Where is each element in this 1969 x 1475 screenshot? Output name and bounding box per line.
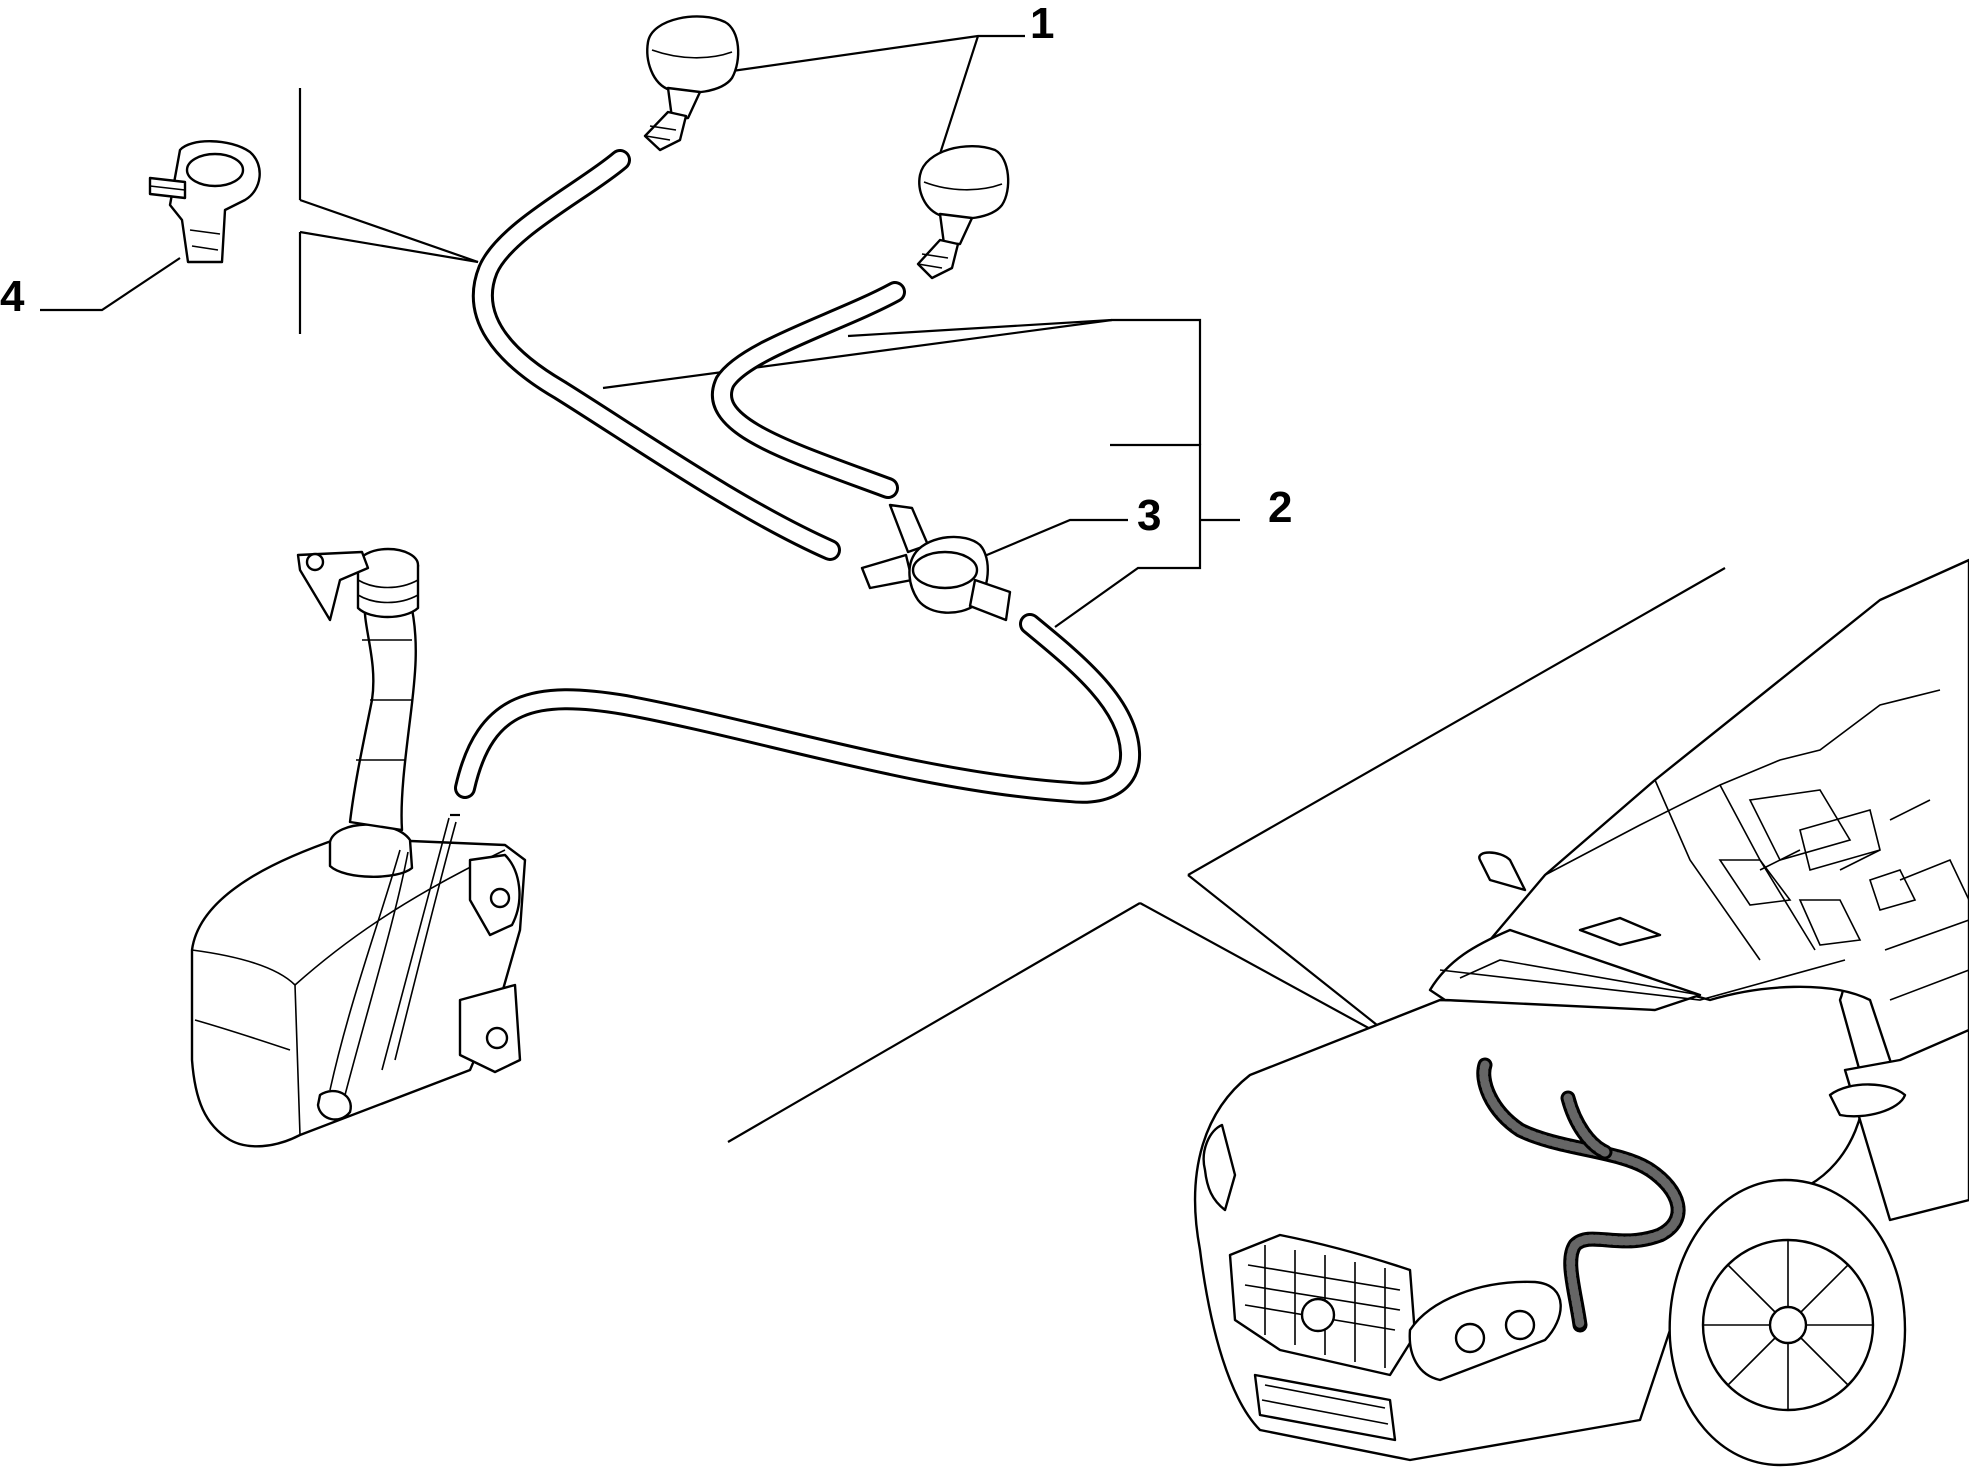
washer-nozzle-lower [916,145,1010,280]
zoom-line-lower [727,902,1141,1143]
bracket-2-upper-left [602,318,1202,445]
detail-line-bottom-diag [299,230,479,264]
detail-line-top-diag [299,198,479,264]
washer-nozzle-upper [643,15,740,152]
leader-1-upper-nozzle [724,34,1025,74]
leader-3 [974,518,1128,562]
hose-clip [148,140,261,264]
callout-4: 4 [0,272,25,321]
callout-3: 3 [1137,491,1161,540]
bracket-2-upper-right [847,318,1113,338]
zoom-line-upper [1187,567,1726,876]
washer-reservoir [190,547,527,1148]
callout-1: 1 [1030,0,1054,48]
callout-2: 2 [1268,483,1292,532]
car-illustration [1193,558,1969,1467]
leader-1-lower-nozzle [936,35,980,161]
hose-to-reservoir [454,613,1141,804]
washer-hoses [454,149,1141,804]
car-washer-hose-highlight [1476,1057,1686,1333]
three-way-connector [860,503,1012,622]
leader-4 [40,257,181,312]
bracket-2-lower [1054,443,1202,628]
